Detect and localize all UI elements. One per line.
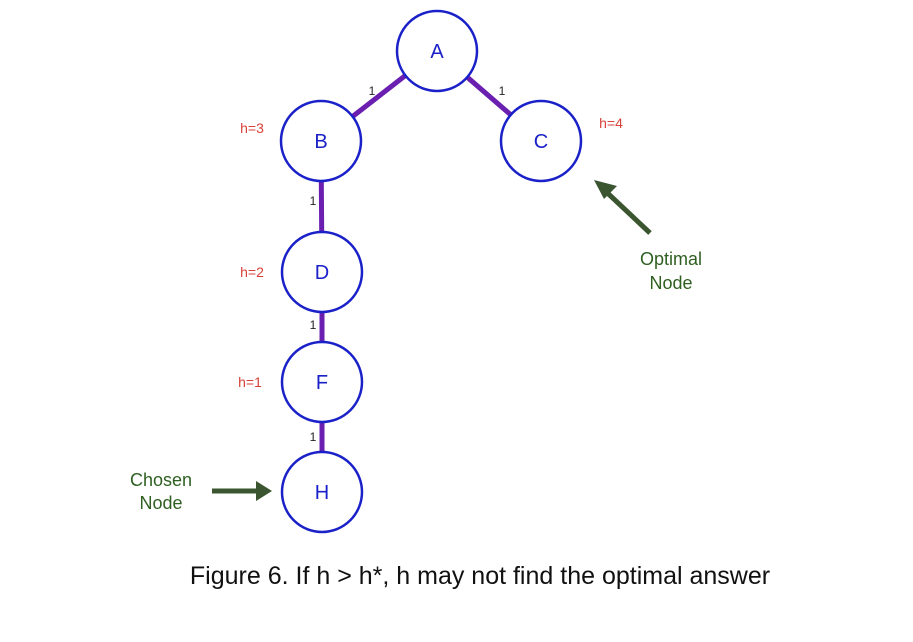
heuristic-label-d: h=2: [240, 264, 264, 280]
chosen-label-line2: Node: [139, 493, 182, 513]
nodes-layer: ABh=3Ch=4Dh=2Fh=1H: [238, 9, 623, 534]
node-c: Ch=4: [499, 99, 623, 183]
node-circle-d: [280, 230, 364, 314]
optimal-label-line1: Optimal: [640, 249, 702, 269]
node-circle-f: [280, 340, 364, 424]
node-label-b: B: [314, 131, 327, 153]
heuristic-label-c: h=4: [599, 115, 623, 131]
chosen-arrowhead-icon: [256, 481, 272, 501]
heuristic-label-b: h=3: [240, 120, 264, 136]
edges-layer: 1 1 1 1 1: [310, 73, 513, 452]
node-label-h: H: [315, 482, 329, 504]
edge-weight-b-d: 1: [310, 194, 317, 208]
chosen-node-annotation: Chosen Node: [130, 470, 272, 513]
node-circle-b: [279, 99, 363, 183]
edge-a-b: [351, 73, 407, 119]
node-label-f: F: [316, 372, 328, 394]
node-circle-a: [395, 9, 479, 93]
node-label-c: C: [534, 131, 548, 153]
heuristic-label-f: h=1: [238, 374, 262, 390]
chosen-label-line1: Chosen: [130, 470, 192, 490]
node-label-a: A: [430, 41, 444, 63]
edge-weight-a-b: 1: [369, 84, 376, 98]
optimal-arrowhead-icon: [594, 180, 617, 199]
node-label-d: D: [315, 262, 329, 284]
node-a: A: [395, 9, 479, 93]
node-h: H: [280, 450, 364, 534]
node-f: Fh=1: [238, 340, 364, 424]
node-b: Bh=3: [240, 99, 363, 183]
optimal-label-line2: Node: [649, 273, 692, 293]
figure-caption: Figure 6. If h > h*, h may not find the …: [190, 562, 770, 590]
edge-a-c: [465, 75, 513, 117]
edge-weight-d-f: 1: [310, 318, 317, 332]
node-circle-c: [499, 99, 583, 183]
edge-weight-f-h: 1: [310, 430, 317, 444]
node-d: Dh=2: [240, 230, 364, 314]
node-circle-h: [280, 450, 364, 534]
edge-weight-a-c: 1: [499, 84, 506, 98]
optimal-node-annotation: Optimal Node: [594, 180, 702, 293]
